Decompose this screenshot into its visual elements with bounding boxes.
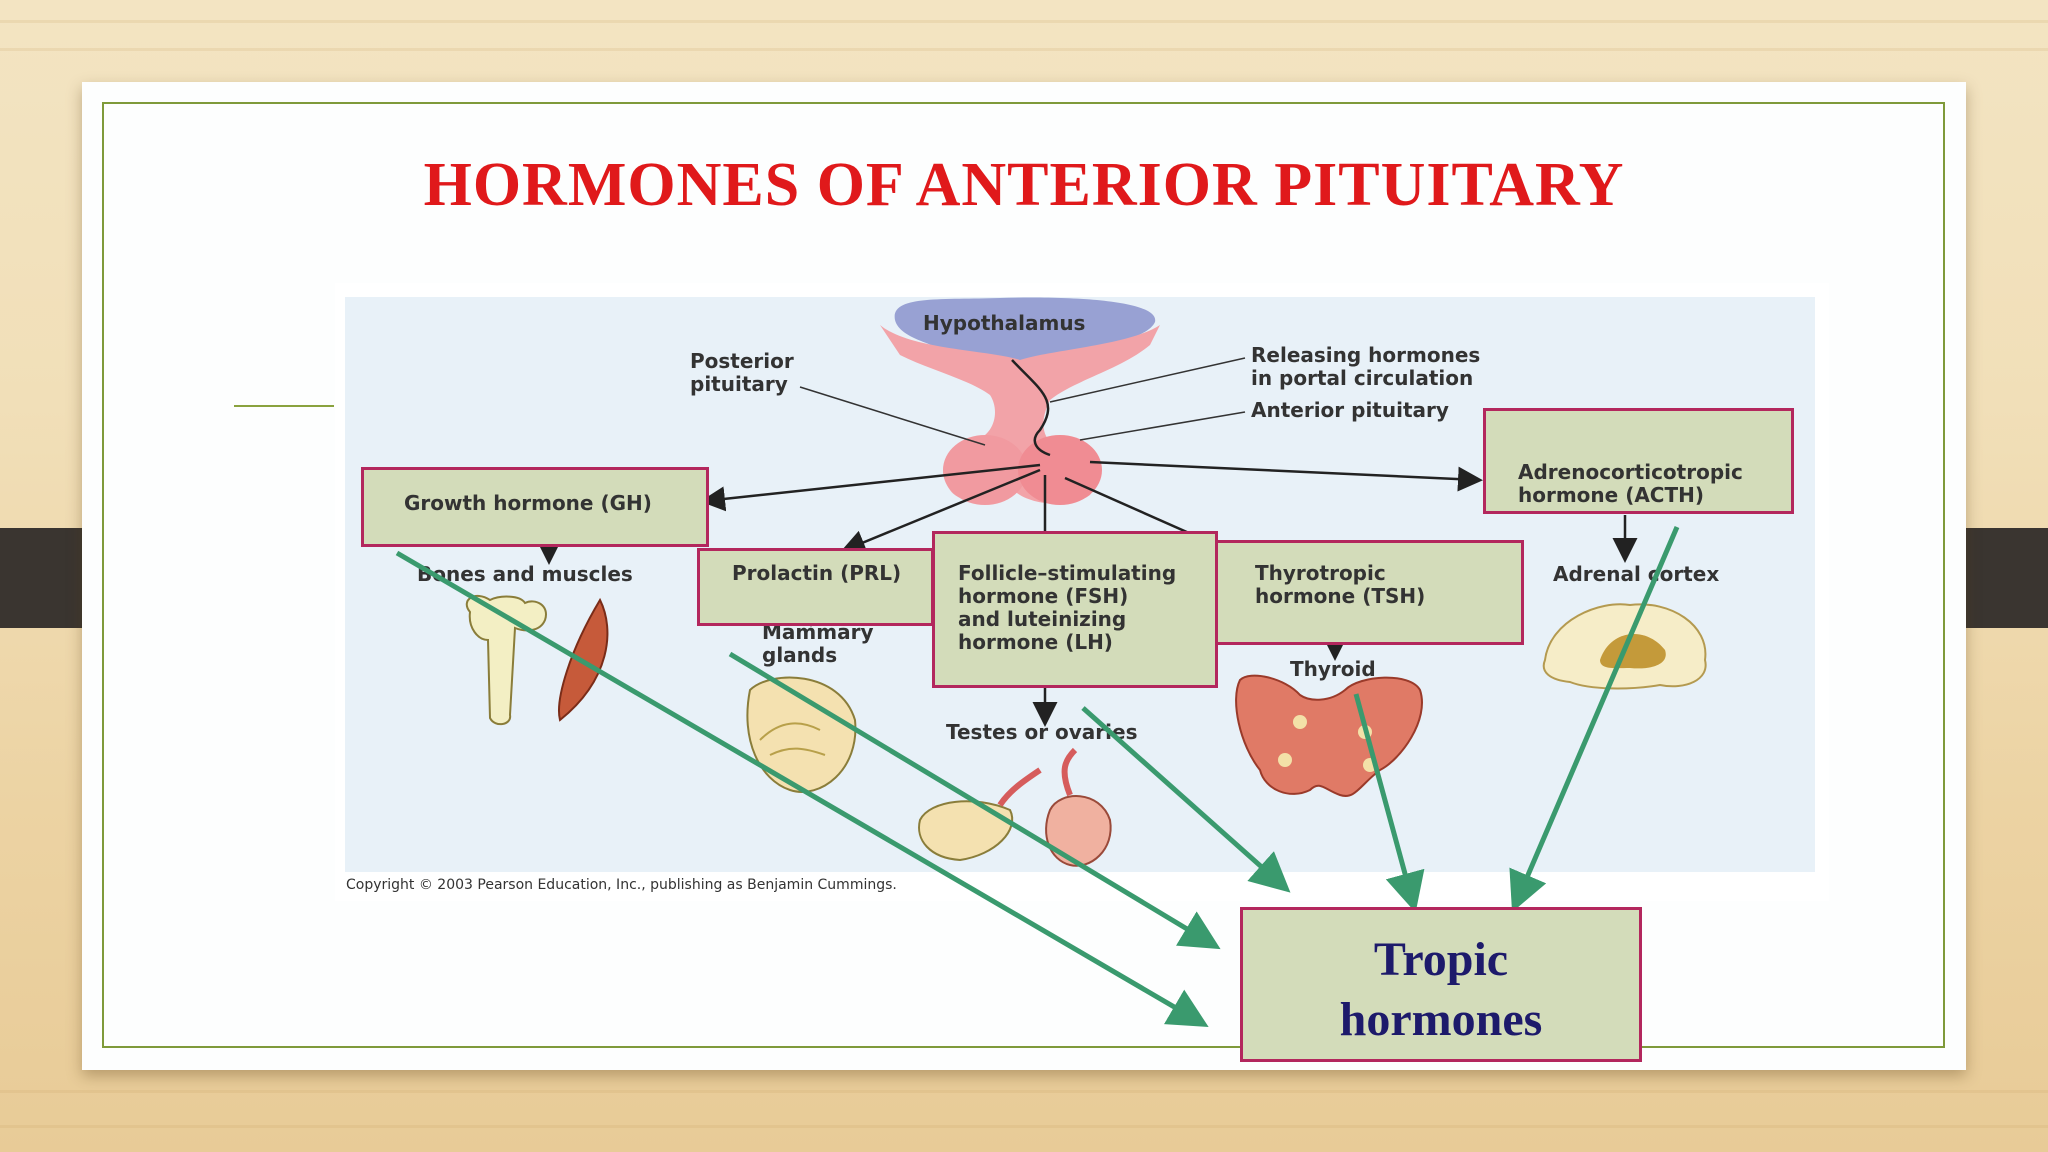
wood-grain	[0, 1090, 2048, 1093]
callout-line-1: Tropic	[1373, 933, 1509, 986]
wood-grain	[0, 20, 2048, 23]
wood-grain	[0, 48, 2048, 51]
mammary-gland-illustration	[746, 676, 857, 793]
prl-label: Prolactin (PRL)	[732, 561, 902, 585]
hypothalamus-shape	[894, 297, 1156, 395]
ovary-illustration	[918, 800, 1013, 862]
wood-grain	[0, 1125, 2048, 1128]
fsh-lh-label: Follicle–stimulating hormone (FSH) and l…	[958, 561, 1177, 654]
anterior-pituitary-label: Anterior pituitary	[1251, 398, 1449, 422]
posterior-pituitary-label: Posterior pituitary	[690, 349, 794, 396]
slide-title: HORMONES OF ANTERIOR PITUITARY	[423, 151, 1625, 219]
gh-box: Growth hormone (GH)	[361, 467, 709, 547]
acth-box: Adrenocorticotropic hormone (ACTH)	[1483, 408, 1794, 514]
callout-line-2: hormones	[1339, 993, 1543, 1046]
tsh-label: Thyrotropic hormone (TSH)	[1255, 561, 1426, 608]
copyright-text: Copyright © 2003 Pearson Education, Inc.…	[346, 877, 897, 893]
tsh-box: Thyrotropic hormone (TSH)	[1215, 540, 1524, 645]
fsh-lh-box: Follicle–stimulating hormone (FSH) and l…	[932, 531, 1218, 688]
portal-vessel	[1011, 359, 1051, 457]
adrenal-cortex-label: Adrenal cortex	[1553, 562, 1720, 586]
releasing-hormones-label: Releasing hormones in portal circulation	[1251, 343, 1481, 390]
acth-label: Adrenocorticotropic hormone (ACTH)	[1518, 460, 1743, 507]
prl-box: Prolactin (PRL)	[697, 548, 934, 626]
thyroid-label: Thyroid	[1290, 657, 1376, 681]
mammary-glands-label: Mammary glands	[762, 620, 874, 667]
anterior-lobe	[1018, 435, 1102, 505]
tropic-hormones-callout: Tropic hormones	[1240, 907, 1642, 1062]
bones-muscles-label: Bones and muscles	[417, 562, 633, 586]
testes-ovaries-label: Testes or ovaries	[946, 720, 1138, 744]
hypothalamus-label: Hypothalamus	[923, 311, 1086, 335]
slide-border	[102, 102, 1945, 1048]
gh-label: Growth hormone (GH)	[404, 491, 652, 515]
decorative-rule	[234, 405, 334, 407]
